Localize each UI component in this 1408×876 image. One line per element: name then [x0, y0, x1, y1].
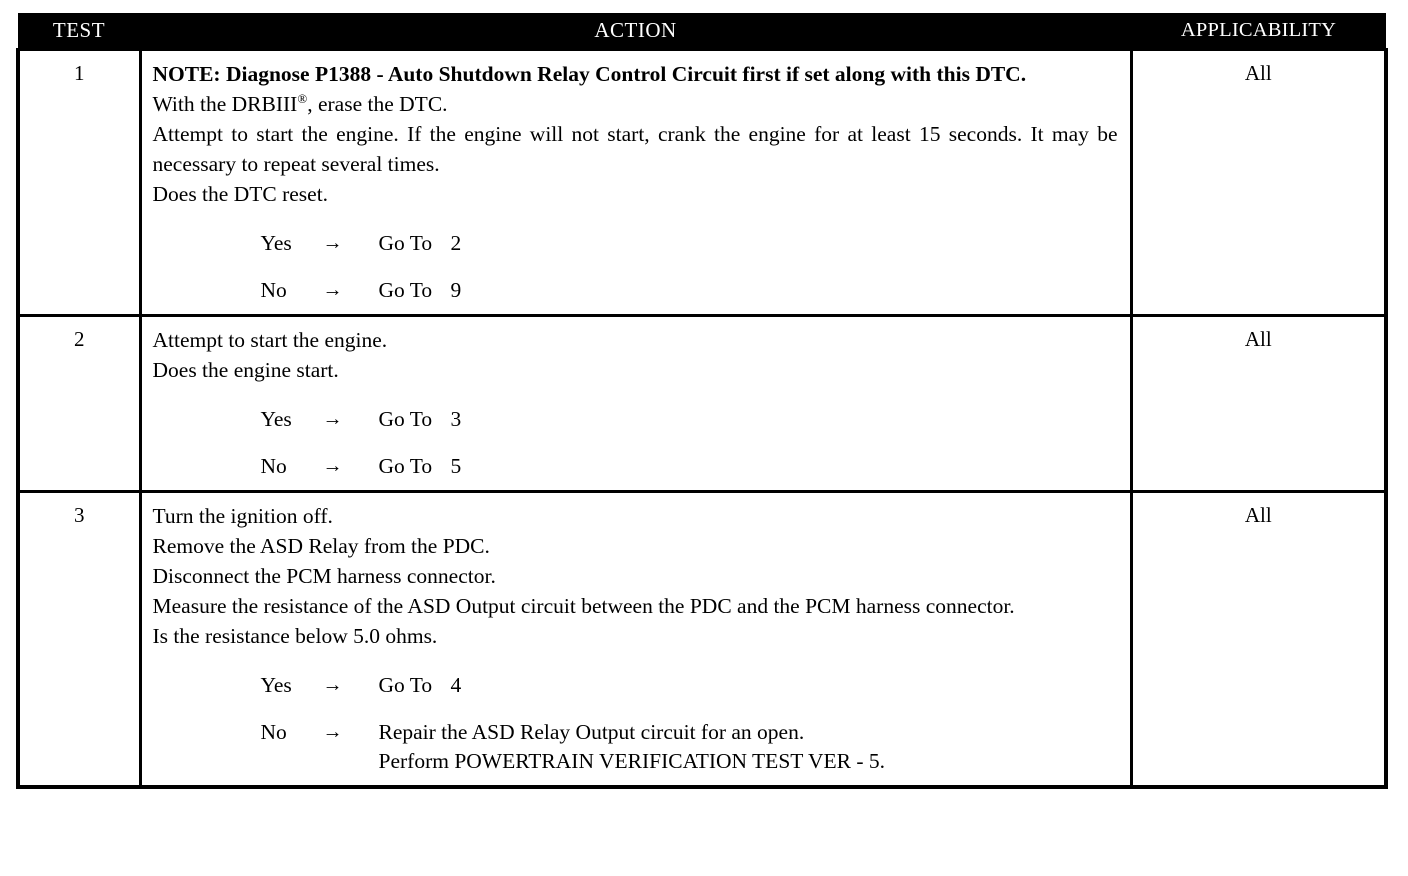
applicability-cell: All — [1129, 314, 1388, 493]
applicability-cell: All — [1129, 48, 1388, 317]
branch-target-step: 5 — [450, 454, 462, 478]
branch-result: Go To 3 — [379, 405, 1118, 433]
branch-result: Go To 5 — [379, 452, 1118, 480]
branch-row: Yes → Go To 3 — [153, 405, 1118, 433]
branch-action-label: Go To — [378, 407, 433, 431]
branch-answer: No — [260, 720, 287, 744]
test-number-cell: 1 — [16, 48, 142, 317]
action-line: Does the engine start. — [152, 358, 339, 382]
right-arrow-icon: → — [322, 279, 343, 301]
branch-target-step: 2 — [450, 231, 462, 255]
action-line-text: With the DRBIII — [152, 92, 298, 116]
table-body: 1 NOTE: Diagnose P1388 - Auto Shutdown Re… — [16, 48, 1388, 789]
branch-action-label: Go To — [378, 278, 433, 302]
column-header-applicability: APPLICABILITY — [1131, 13, 1386, 50]
action-line: Does the DTC reset. — [152, 182, 329, 206]
action-line: Attempt to start the engine. If the engi… — [152, 122, 1118, 176]
branch-target-step: 4 — [450, 673, 462, 697]
diagnostic-test-table: TEST ACTION APPLICABILITY 1 NOTE: Diagnos… — [16, 13, 1388, 789]
branch-row: Yes → Go To 2 — [153, 229, 1118, 257]
action-line: NOTE: Diagnose P1388 - Auto Shutdown Rel… — [152, 62, 1027, 86]
action-line: Measure the resistance of the ASD Output… — [152, 594, 1015, 618]
action-cell: NOTE: Diagnose P1388 - Auto Shutdown Rel… — [138, 48, 1133, 317]
action-line: Attempt to start the engine. — [152, 328, 388, 352]
branch-row: No → Go To 5 — [153, 452, 1118, 480]
table-header: TEST ACTION APPLICABILITY — [18, 13, 1386, 50]
branch-answer: Yes — [260, 407, 292, 431]
table-header-row: TEST ACTION APPLICABILITY — [18, 13, 1386, 50]
right-arrow-icon: → — [322, 408, 343, 430]
action-line: With the DRBIII®, erase the DTC. — [153, 89, 1118, 119]
table-row: 1 NOTE: Diagnose P1388 - Auto Shutdown Re… — [16, 48, 1388, 317]
branch-row: No → Go To 9 — [153, 276, 1118, 304]
column-header-test: TEST — [18, 13, 140, 50]
action-line: Is the resistance below 5.0 ohms. — [152, 624, 438, 648]
action-cell: Turn the ignition off. Remove the ASD Rel… — [138, 490, 1133, 789]
branch-answer: Yes — [260, 673, 292, 697]
table-row: 3 Turn the ignition off. Remove the ASD Re… — [16, 490, 1388, 789]
branch-action-label: Go To — [378, 231, 433, 255]
table-row: 2 Attempt to start the engine. Does the en… — [16, 314, 1388, 493]
branch-target-step: 9 — [450, 278, 462, 302]
action-line-text-tail: , erase the DTC. — [307, 92, 448, 116]
right-arrow-icon: → — [322, 721, 343, 743]
branch-row: No → Repair the ASD Relay Output circuit f… — [153, 718, 1118, 775]
branch-answer: No — [260, 278, 287, 302]
branch-answer: Yes — [260, 231, 292, 255]
action-cell: Attempt to start the engine. Does the eng… — [138, 314, 1133, 493]
applicability-cell: All — [1129, 490, 1388, 789]
branch-target-step: 3 — [450, 407, 462, 431]
branch-answer: No — [260, 454, 287, 478]
branch-result: Go To 2 — [379, 229, 1118, 257]
right-arrow-icon: → — [322, 232, 343, 254]
branch-extra-line: Perform POWERTRAIN VERIFICATION TEST VER… — [378, 749, 886, 773]
branch-action-label: Go To — [378, 673, 433, 697]
action-line: Disconnect the PCM harness connector. — [152, 564, 496, 588]
column-header-action: ACTION — [140, 13, 1131, 50]
action-line: Turn the ignition off. — [152, 504, 333, 528]
action-line: Remove the ASD Relay from the PDC. — [152, 534, 490, 558]
branch-result: Repair the ASD Relay Output circuit for … — [379, 718, 1118, 775]
branch-action-label: Go To — [378, 454, 433, 478]
right-arrow-icon: → — [322, 455, 343, 477]
branch-row: Yes → Go To 4 — [153, 671, 1118, 699]
right-arrow-icon: → — [322, 674, 343, 696]
test-number-cell: 2 — [16, 314, 142, 493]
branch-result: Go To 9 — [379, 276, 1118, 304]
branch-result: Go To 4 — [379, 671, 1118, 699]
registered-trademark-icon: ® — [297, 90, 308, 106]
branch-action-label: Repair the ASD Relay Output circuit for … — [378, 720, 805, 744]
test-number-cell: 3 — [16, 490, 142, 789]
